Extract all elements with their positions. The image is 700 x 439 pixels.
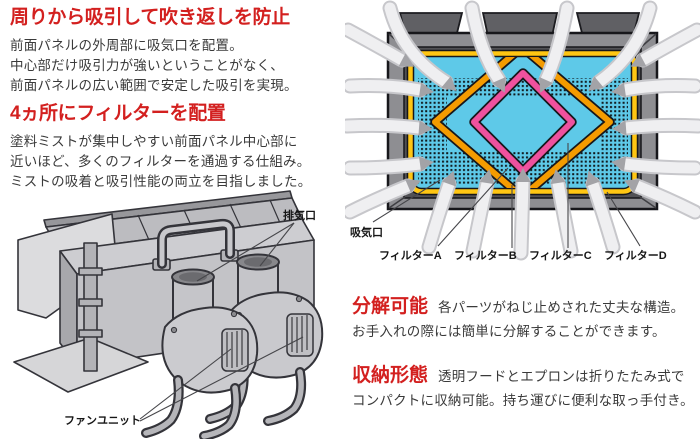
suction-line-3: 前面パネルの広い範囲で安定した吸引を実現。 (10, 78, 298, 93)
feature-storage: 収納形態透明フードとエプロンは折りたたみ式で コンパクトに収納可能。持ち運びに便… (352, 360, 696, 410)
intake-label: 吸気口 (350, 225, 383, 239)
filter-diamond-pink (469, 68, 577, 176)
filter-a-label: フィルターA (379, 249, 442, 262)
storage-line-1: 透明フードとエプロンは折りたたみ式で (438, 369, 685, 384)
fan-unit-front-legs (141, 375, 242, 439)
section-suction-and-filters: 周りから吸引して吹き返しを防止 前面パネルの外周部に吸気口を配置。 中心部だけ吸… (10, 6, 350, 192)
fan-unit-front (161, 268, 259, 394)
section-features: 分解可能各パーツがねじ止めされた丈夫な構造。 お手入れの際には簡単に分解すること… (352, 291, 696, 429)
feature-disassembly: 分解可能各パーツがねじ止めされた丈夫な構造。 お手入れの際には簡単に分解すること… (352, 291, 696, 341)
carry-handle (157, 218, 235, 269)
filters-title: 4ヵ所にフィルターを配置 (10, 103, 226, 124)
panel-leader-lines (372, 143, 641, 248)
filter-c-label: フィルターC (529, 249, 592, 262)
filters-line-3: ミストの吸着と吸引性能の両立を目指しました。 (10, 174, 312, 189)
machine-leader-lines (139, 222, 304, 422)
disassembly-title: 分解可能 (352, 296, 429, 317)
suction-title: 周りから吸引して吹き返しを防止 (10, 7, 290, 28)
exhaust-label: 排気口 (283, 208, 316, 222)
intake-panel-diagram: 吸気口 フィルターA フィルターB フィルターC フィルターD (345, 0, 700, 262)
filter-b-label: フィルターB (454, 249, 517, 262)
disassembly-line-2: お手入れの際には簡単に分解することができます。 (352, 324, 666, 339)
filter-d-label: フィルターD (604, 249, 667, 262)
disassembly-line-1: 各パーツがねじ止めされた丈夫な構造。 (438, 300, 685, 315)
storage-line-2: コンパクトに収納可能。持ち運びに便利な取っ手付き。 (352, 393, 694, 408)
storage-title: 収納形態 (352, 365, 429, 386)
booth-illustration: 排気口 ファンユニット (13, 190, 324, 439)
fan-unit-label: ファンユニット (64, 414, 141, 427)
filters-line-1: 塗料ミストが集中しやすい前面パネル中心部に (10, 134, 298, 149)
suction-line-2: 中心部だけ吸引力が強いということがなく、 (10, 58, 284, 73)
suction-line-1: 前面パネルの外周部に吸気口を配置。 (10, 38, 243, 53)
filters-line-2: 近いほど、多くのフィルターを通過する仕組み。 (10, 154, 311, 169)
